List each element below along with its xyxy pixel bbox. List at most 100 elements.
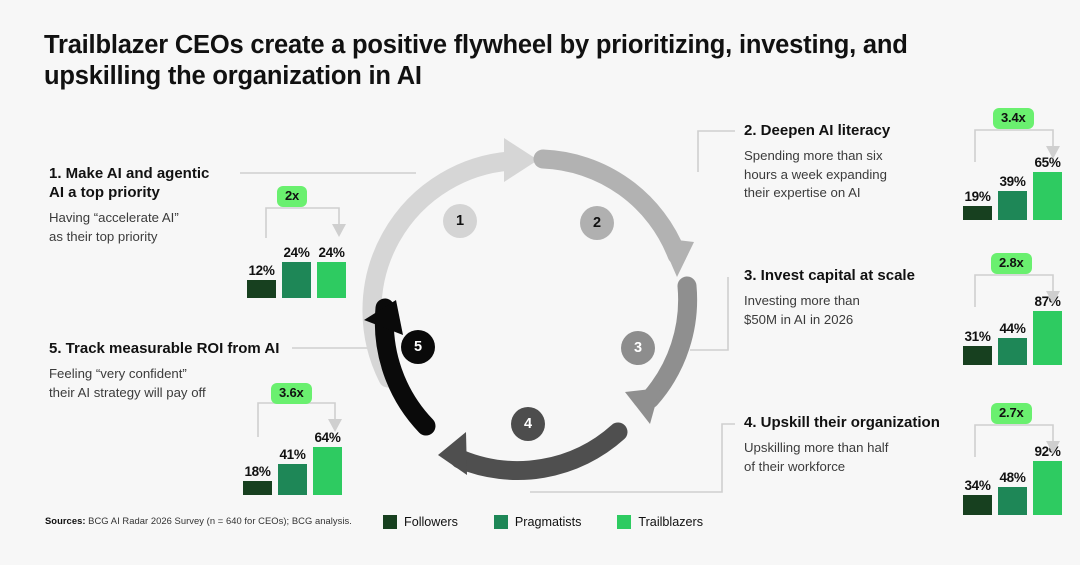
bar-group-trailblazers: 87%: [1033, 273, 1062, 365]
bar-value: 12%: [248, 263, 275, 278]
chartlet-1-bracket: [265, 207, 346, 238]
block-5: 5. Track measurable ROI from AI Feeling …: [49, 339, 299, 402]
chartlet-4: 2.7x 34% 48% 92%: [955, 403, 1065, 515]
block-1-heading: 1. Make AI and agentic AI a top priority: [49, 165, 210, 201]
flywheel-step-1-label: 1: [455, 213, 465, 229]
block-1: 1. Make AI and agentic AI a top priority…: [49, 164, 249, 246]
bar-trailblazers: [1033, 461, 1062, 515]
bar-pragmatists: [998, 191, 1027, 220]
bar-value: 39%: [999, 174, 1026, 189]
bar-group-followers: 34%: [963, 423, 992, 515]
bar-pragmatists: [278, 464, 307, 495]
bar-value: 24%: [283, 245, 310, 260]
flywheel-step-4: 4: [511, 407, 545, 441]
bar-value: 41%: [279, 447, 306, 462]
bar-followers: [963, 495, 992, 515]
legend-swatch-followers: [383, 515, 397, 529]
bar-trailblazers: [313, 447, 342, 495]
chartlet-5-multiplier: 3.6x: [271, 383, 312, 404]
chartlet-2-bars: 19% 39% 65%: [963, 140, 1073, 220]
block-2: 2. Deepen AI literacy Spending more than…: [744, 121, 959, 203]
bar-group-followers: 19%: [963, 140, 992, 220]
block-2-heading: 2. Deepen AI literacy: [744, 122, 891, 139]
bar-pragmatists: [282, 262, 311, 298]
bar-followers: [963, 346, 992, 365]
flywheel-step-5: 5: [401, 330, 435, 364]
bar-followers: [963, 206, 992, 220]
chartlet-2-bracket: [974, 129, 1060, 162]
bar-pragmatists: [998, 338, 1027, 365]
block-4-heading: 4. Upskill their organization: [744, 414, 940, 431]
sources-note: Sources: BCG AI Radar 2026 Survey (n = 6…: [45, 515, 352, 526]
chartlet-3-bars: 31% 44% 87%: [963, 273, 1073, 365]
block-1-subtext: Having “accelerate AI” as their top prio…: [49, 210, 179, 244]
chartlet-3-bracket: [974, 274, 1060, 307]
chartlet-4-bracket: [974, 424, 1060, 457]
bar-group-pragmatists: 39%: [998, 140, 1027, 220]
block-4: 4. Upskill their organization Upskilling…: [744, 413, 969, 476]
legend-label-pragmatists: Pragmatists: [514, 515, 582, 529]
legend-label-followers: Followers: [404, 515, 458, 529]
bar-value: 19%: [964, 189, 991, 204]
chartlet-2: 3.4x 19% 39% 65%: [963, 108, 1073, 220]
bar-value: 64%: [314, 430, 341, 445]
flywheel-arc-1: [362, 138, 538, 388]
block-5-subtext: Feeling “very confident” their AI strate…: [49, 366, 206, 400]
flywheel-step-4-label: 4: [523, 416, 533, 432]
bar-pragmatists: [998, 487, 1027, 515]
flywheel-arc-2: [533, 149, 694, 277]
bar-group-pragmatists: 24%: [282, 226, 311, 298]
legend-swatch-pragmatists: [493, 515, 508, 529]
bar-value: 18%: [244, 464, 271, 479]
sources-text: BCG AI Radar 2026 Survey (n = 640 for CE…: [85, 515, 352, 526]
bar-value: 44%: [999, 321, 1026, 336]
bar-value: 48%: [999, 470, 1026, 485]
bar-group-trailblazers: 24%: [317, 226, 346, 298]
legend-swatch-trailblazers: [617, 515, 632, 529]
chartlet-4-bars: 34% 48% 92%: [963, 423, 1073, 515]
bar-group-pragmatists: 44%: [998, 273, 1027, 365]
legend-label-trailblazers: Trailblazers: [638, 515, 704, 529]
bar-group-followers: 31%: [963, 273, 992, 365]
bar-group-pragmatists: 41%: [278, 403, 307, 495]
flywheel-step-3-label: 3: [633, 340, 643, 356]
block-3-subtext: Investing more than $50M in AI in 2026: [744, 293, 860, 327]
flywheel-step-1: 1: [443, 204, 477, 238]
bar-group-trailblazers: 65%: [1033, 140, 1062, 220]
block-3: 3. Invest capital at scale Investing mor…: [744, 266, 959, 329]
legend-item-pragmatists: Pragmatists: [493, 515, 582, 529]
bar-trailblazers: [317, 262, 346, 298]
flywheel-step-5-label: 5: [413, 339, 423, 355]
chartlet-1-multiplier: 2x: [277, 186, 308, 207]
block-5-heading: 5. Track measurable ROI from AI: [49, 340, 280, 357]
bar-value: 31%: [964, 329, 991, 344]
leader-line-2: [697, 130, 735, 172]
chartlet-3-multiplier: 2.8x: [991, 253, 1032, 274]
bar-group-pragmatists: 48%: [998, 423, 1027, 515]
bar-trailblazers: [1033, 172, 1062, 220]
chartlet-3: 2.8x 31% 44% 87%: [955, 253, 1065, 365]
bar-group-followers: 18%: [243, 403, 272, 495]
bar-value: 34%: [964, 478, 991, 493]
bar-followers: [243, 481, 272, 495]
legend-item-trailblazers: Trailblazers: [617, 515, 703, 529]
chartlet-1: 2x 12% 24% 24%: [247, 186, 357, 298]
page-title: Trailblazer CEOs create a positive flywh…: [44, 31, 908, 90]
chartlet-5-bars: 18% 41% 64%: [243, 403, 353, 495]
legend: Followers Pragmatists Trailblazers: [383, 515, 703, 529]
flywheel-step-3: 3: [621, 331, 655, 365]
leader-line-4: [530, 423, 735, 493]
block-3-heading: 3. Invest capital at scale: [744, 267, 915, 284]
block-4-subtext: Upskilling more than half of their workf…: [744, 440, 889, 474]
chartlet-2-multiplier: 3.4x: [993, 108, 1034, 129]
chartlet-5: 3.6x 18% 41% 64%: [243, 383, 353, 495]
bar-trailblazers: [1033, 311, 1062, 365]
flywheel-step-2-label: 2: [592, 215, 602, 231]
chartlet-4-multiplier: 2.7x: [991, 403, 1032, 424]
leader-line-3: [690, 277, 729, 351]
bar-value: 24%: [318, 245, 345, 260]
block-2-subtext: Spending more than six hours a week expa…: [744, 148, 887, 200]
flywheel-diagram: [362, 138, 698, 481]
bar-followers: [247, 280, 276, 298]
